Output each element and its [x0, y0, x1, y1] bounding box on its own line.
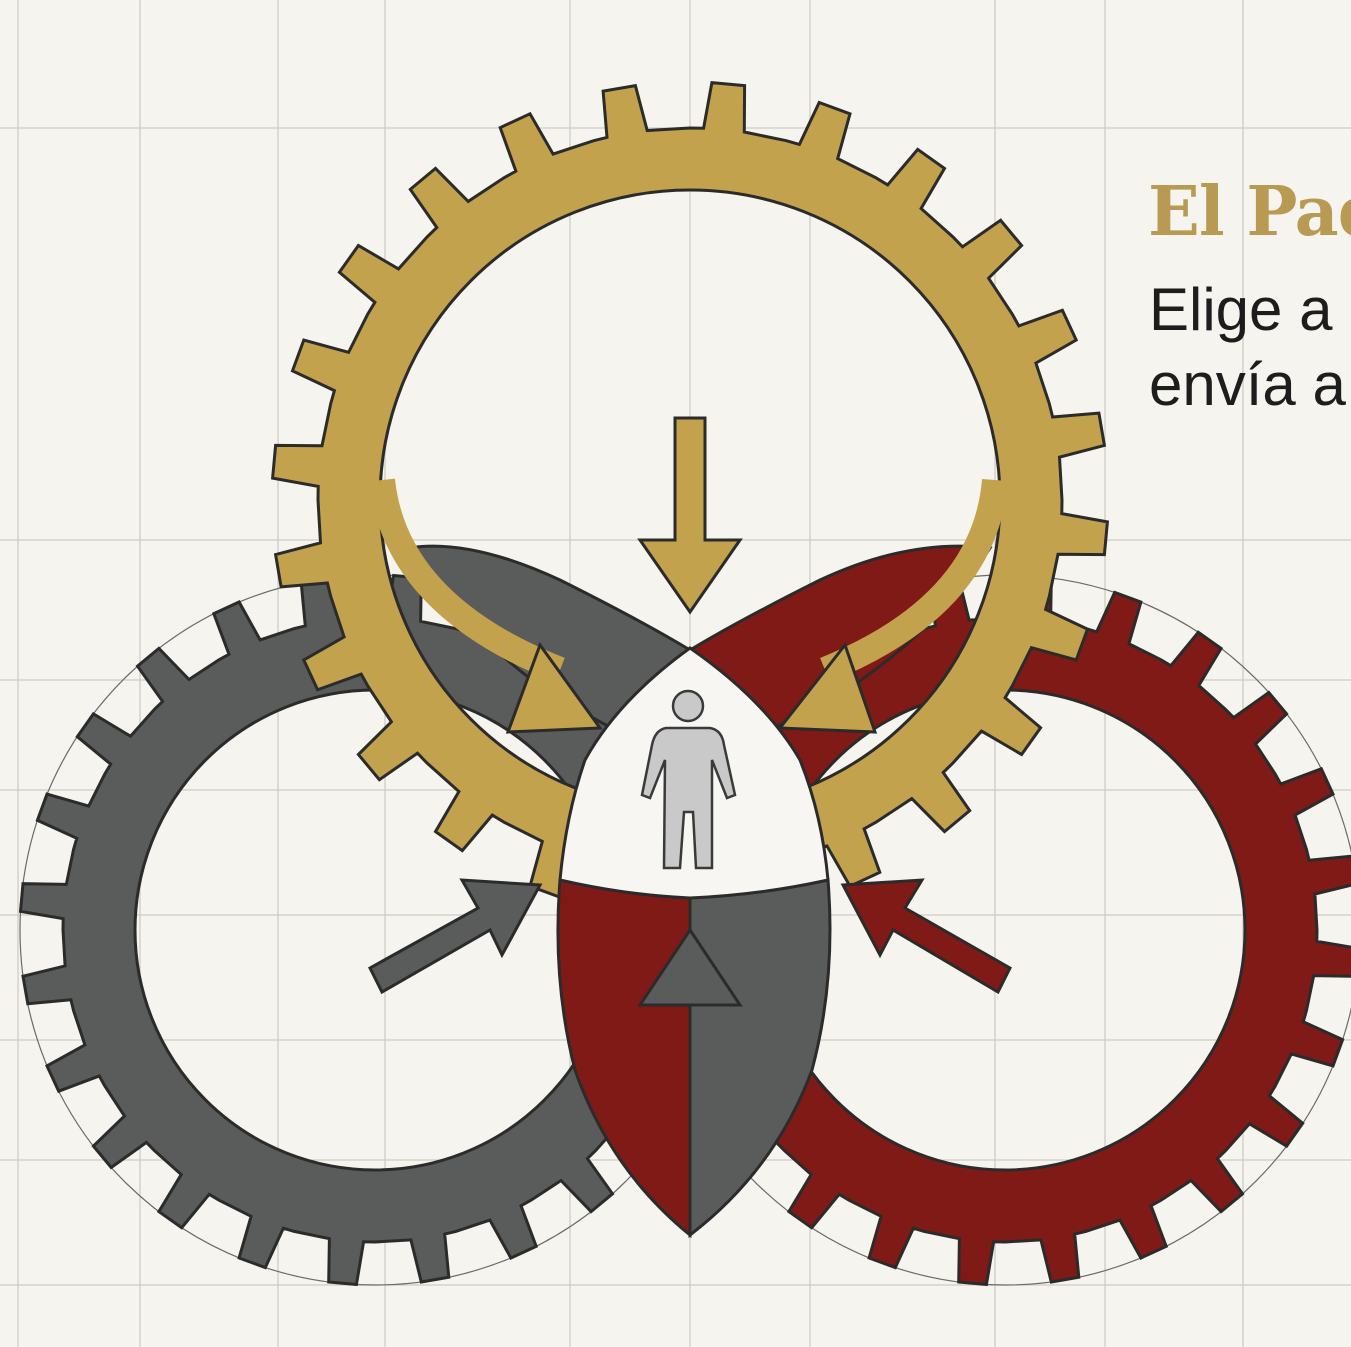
arrow-gray-diagonal-icon	[370, 880, 540, 992]
arrow-top-down-icon	[640, 418, 740, 612]
description-line-2: envía a	[1149, 355, 1346, 415]
description-line-1: Elige a	[1149, 280, 1332, 340]
arrow-red-diagonal-icon	[843, 880, 1010, 992]
diagram-title: El Pad	[1148, 178, 1351, 246]
